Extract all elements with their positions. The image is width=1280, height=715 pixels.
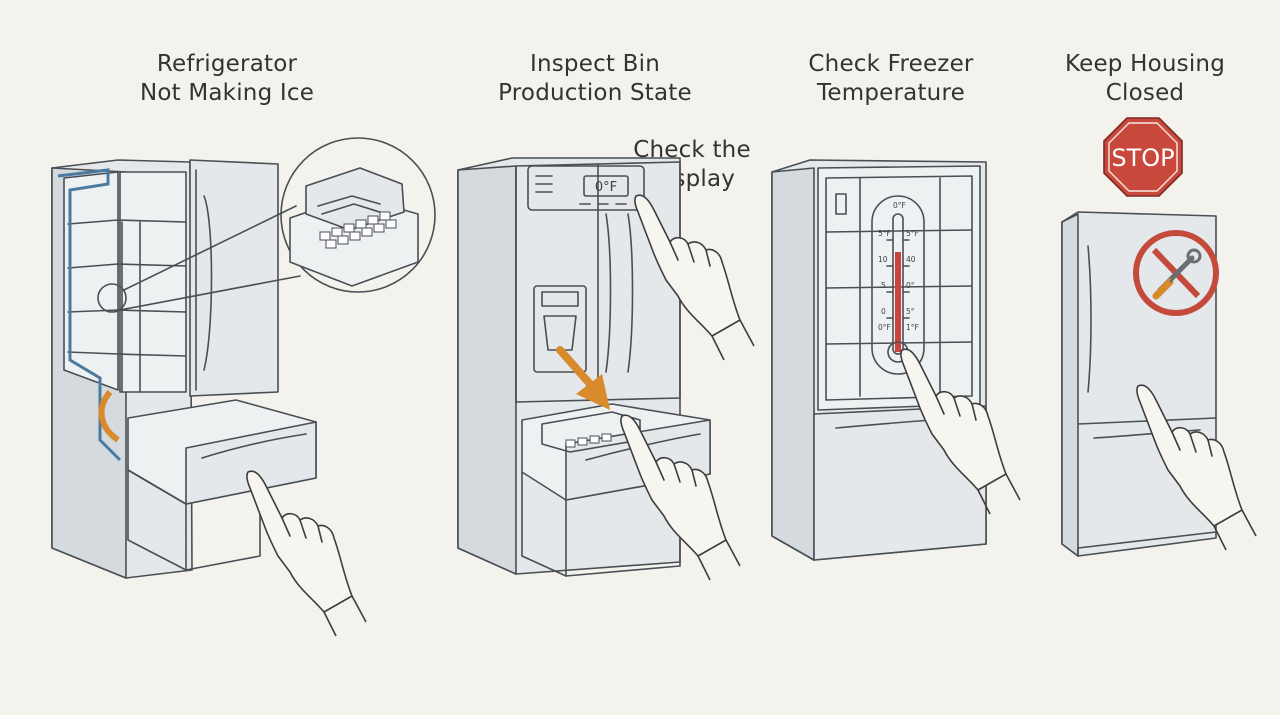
step2-title-line2: Production State [498,80,692,106]
step3-title-line1: Check Freezer [808,51,974,77]
thermo-right-2: 40 [906,255,916,264]
step2-fridge: 0°F [457,157,711,577]
thermo-right-1: 5°F [906,229,919,238]
step2-title: Inspect Bin Production State [480,50,710,108]
step1-title-line2: Not Making Ice [139,80,315,106]
step1-title: Refrigerator Not Making Ice [112,50,342,108]
thermo-right-5: 1°F [906,323,919,332]
thermo-right-4: 5° [906,307,915,316]
step1-title-line1: Refrigerator [156,51,298,77]
thermo-left-1: 10 [878,255,888,264]
step4-title-line1: Keep Housing [1064,51,1226,77]
step4-title-line2: Closed [1105,80,1185,106]
stop-sign-icon: STOP [1103,117,1183,197]
ice-maker-zoom-icon [280,137,436,293]
thermo-left-2: 5 [881,281,886,290]
step2-title-line1: Inspect Bin [529,51,660,77]
thermo-left-3: 0 [881,307,886,316]
step3-title: Check Freezer Temperature [776,50,1006,108]
thermometer-icon: 5°F 10 5 0 0°F 0°F 5°F 40 0° 5° 1°F [871,195,925,375]
no-tools-icon [1133,230,1219,316]
thermo-right-3: 0° [906,281,915,290]
thermo-left-4: 0°F [878,323,891,332]
thermo-right-0: 0°F [893,201,906,210]
thermo-left-0: 5°F [878,229,891,238]
stop-sign-label: STOP [1111,144,1174,172]
pointing-hand-icon [246,470,367,637]
display-reading: 0°F [595,180,617,195]
step3-fridge [771,159,987,561]
step4-title: Keep Housing Closed [1040,50,1250,108]
screwdriver-icon [1152,271,1181,300]
step1-fridge-open [51,159,317,579]
step3-title-line2: Temperature [817,80,965,106]
orange-arrow-icon [98,390,120,443]
orange-arrow-icon [556,346,610,410]
